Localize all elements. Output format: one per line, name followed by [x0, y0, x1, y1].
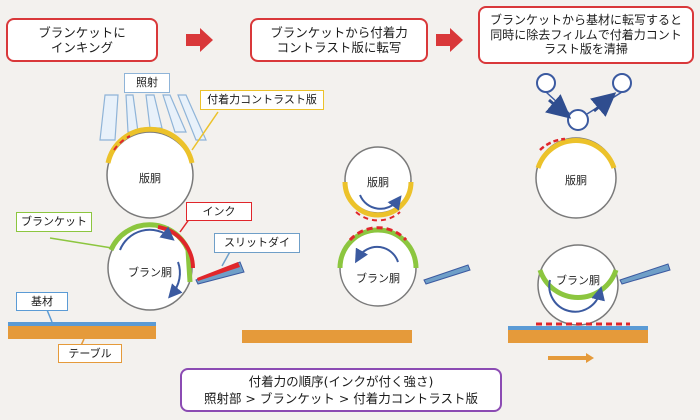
- adhesion-order-box: 付着力の順序(インクが付く強さ) 照射部 > ブランケット > 付着力コントラス…: [180, 368, 502, 412]
- blanket-drum-1-label: ブラン胴: [128, 266, 172, 279]
- irradiation-rays: [99, 94, 207, 141]
- plate-2: [342, 181, 414, 218]
- slit-die-3: [619, 263, 671, 285]
- adhesion-order-sequence: 照射部 > ブランケット > 付着力コントラスト版: [203, 391, 479, 406]
- adhesion-plate-label: 付着力コントラスト版: [200, 90, 324, 110]
- plate-drum-1-label: 版胴: [139, 172, 161, 185]
- blanket-drum-2-label: ブラン胴: [356, 272, 400, 285]
- step1-box: ブランケットに インキング: [6, 18, 158, 62]
- removal-roller-left: [536, 73, 556, 93]
- step3-box: ブランケットから基材に転写すると同時に除去フィルムで付着力コントラスト版を清掃: [478, 6, 694, 64]
- plate-drum-1: [106, 131, 194, 219]
- slit-die-2: [423, 264, 471, 285]
- blanket-label: ブランケット: [16, 212, 92, 232]
- slit-die-label: スリットダイ: [214, 233, 300, 253]
- blanket-3: [537, 269, 619, 301]
- step2-box: ブランケットから付着力 コントラスト版に転写: [250, 18, 428, 62]
- table-label: テーブル: [58, 344, 122, 363]
- table-move-arrow: [548, 353, 594, 363]
- blanket-drum-3-label: ブラン胴: [556, 274, 600, 287]
- removal-roller-center: [567, 109, 589, 131]
- plate-3: [535, 137, 617, 169]
- ink-label: インク: [186, 202, 252, 221]
- step-arrow-2: [436, 28, 463, 52]
- table-1: [8, 326, 156, 339]
- removal-roller-right: [612, 73, 632, 93]
- table-3: [508, 330, 648, 343]
- irradiation-label: 照射: [124, 73, 170, 93]
- step-arrow-1: [186, 28, 213, 52]
- substrate-3: [508, 326, 648, 330]
- adhesion-order-title: 付着力の順序(インクが付く強さ): [248, 374, 434, 389]
- blanket-2: [337, 227, 419, 269]
- substrate-1: [8, 322, 156, 326]
- substrate-label: 基材: [16, 292, 68, 311]
- table-2: [242, 330, 412, 343]
- plate-drum-2-label: 版胴: [367, 176, 389, 189]
- plate-drum-3-label: 版胴: [565, 174, 587, 187]
